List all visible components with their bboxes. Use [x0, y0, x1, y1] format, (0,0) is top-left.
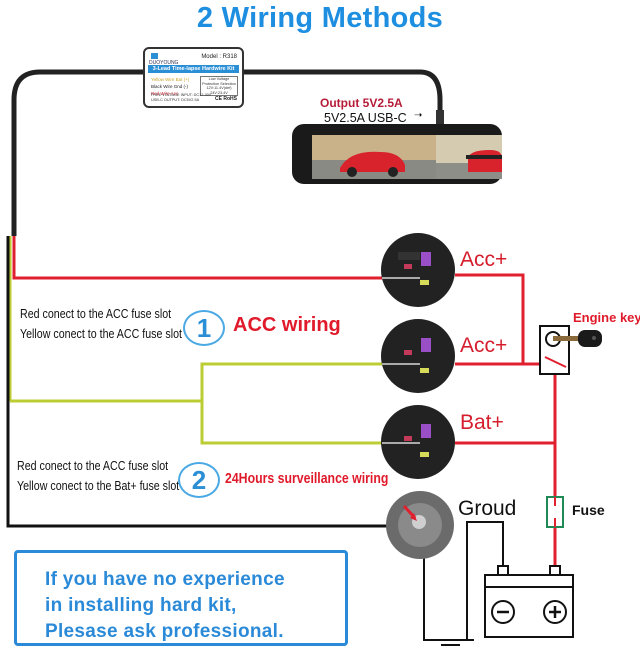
fuse-slot-photo-bat	[381, 405, 455, 479]
lv-line: Low Voltage	[208, 77, 230, 81]
kit-input-cable	[11, 69, 146, 236]
engine-key-icon	[553, 330, 602, 347]
kit-output-cable	[244, 69, 443, 120]
yellow-wire-main	[10, 362, 400, 403]
method-2-yellow-instruction: Yellow conect to the Bat+ fuse slot	[17, 478, 180, 493]
ignition-switch	[539, 325, 570, 375]
battery-positive-terminal	[543, 600, 567, 624]
method-2-instructions: Red conect to the ACC fuse slot Yellow c…	[17, 456, 179, 496]
kit-wire-black: Black Wire Gnd (-)	[151, 84, 189, 89]
fuse-icon	[546, 496, 564, 528]
ground-label: Groud	[458, 497, 517, 520]
ground-bolt-photo	[386, 491, 454, 559]
battery-icon	[484, 565, 574, 638]
fuse-slot-photo-acc-2	[381, 319, 455, 393]
kit-product-name: 3-Lead Time-lapse Hardwire Kit	[148, 65, 239, 73]
kit-brand: DUOYOUNG	[149, 60, 179, 66]
hardwire-kit-box: DUOYOUNG Model : R318 3-Lead Time-lapse …	[143, 47, 244, 108]
dashcam-mirror	[292, 124, 502, 184]
ground-to-earth	[423, 556, 474, 641]
kit-wire-legend: Yellow Wire Bat (+) Black Wire Gnd (-) R…	[151, 76, 189, 97]
notice-line-3: Plesase ask professional.	[45, 621, 284, 642]
method-1-yellow-instruction: Yellow conect to the ACC fuse slot	[20, 326, 182, 341]
usb-c-plug	[436, 110, 444, 124]
output-connector-label: 5V2.5A USB-C	[324, 111, 407, 125]
lv-line: Protection Selection	[202, 81, 236, 86]
professional-install-notice: If you have no experience in installing …	[14, 550, 348, 646]
battery-negative-terminal	[491, 600, 515, 624]
method-1-number-badge: 1	[183, 310, 225, 346]
acc-circuit-top	[455, 273, 525, 364]
arrow-right-icon: ➝	[414, 110, 423, 121]
yellow-wire-bat-branch	[200, 401, 398, 445]
kit-spec: FREE VOLTAGE INPUT: DC12-30V USB-C OUTPU…	[151, 93, 211, 103]
kit-wire-red: Red Wire Acc	[151, 91, 179, 96]
kit-low-voltage-box: Low Voltage Protection Selection 12V:11.…	[200, 76, 238, 96]
kit-model: Model : R318	[201, 54, 237, 60]
method-2-red-instruction: Red conect to the ACC fuse slot	[17, 458, 169, 473]
notice-line-1: If you have no experience	[45, 569, 285, 590]
red-wire	[12, 236, 400, 280]
method-2-number-badge: 2	[178, 462, 220, 498]
engine-key-label: Engine key	[573, 310, 640, 325]
method-2-name: 24Hours surveillance wiring	[225, 470, 389, 487]
brand-logo-icon	[151, 53, 158, 59]
ground-to-battery	[466, 521, 504, 640]
output-rating-label: Output 5V2.5A	[320, 96, 403, 110]
notice-line-2: in installing hard kit,	[45, 595, 237, 616]
acc-plus-label-1: Acc+	[460, 248, 508, 271]
fuse-slot-photo-acc-1	[381, 233, 455, 307]
bat-plus-label: Bat+	[460, 411, 504, 434]
method-1-instructions: Red conect to the ACC fuse slot Yellow c…	[20, 304, 182, 344]
spec-line: FREE VOLTAGE INPUT: DC12-30V	[151, 93, 212, 97]
acc-plus-label-2: Acc+	[460, 334, 508, 357]
lv-line: 24V:23.4V	[210, 90, 228, 95]
lv-line: 12V:11.4V(def)	[206, 86, 232, 90]
method-1-red-instruction: Red conect to the ACC fuse slot	[20, 306, 172, 321]
black-ground-wire	[6, 236, 400, 528]
kit-certifications: CE RoHS	[215, 96, 237, 102]
spec-line: USB-C OUTPUT: DC5V2.5A	[151, 98, 200, 102]
page-title: 2 Wiring Methods	[196, 2, 444, 34]
fuse-label: Fuse	[572, 502, 605, 518]
kit-wire-yellow: Yellow Wire Bat (+)	[151, 77, 190, 82]
method-1-name: ACC wiring	[233, 314, 341, 336]
